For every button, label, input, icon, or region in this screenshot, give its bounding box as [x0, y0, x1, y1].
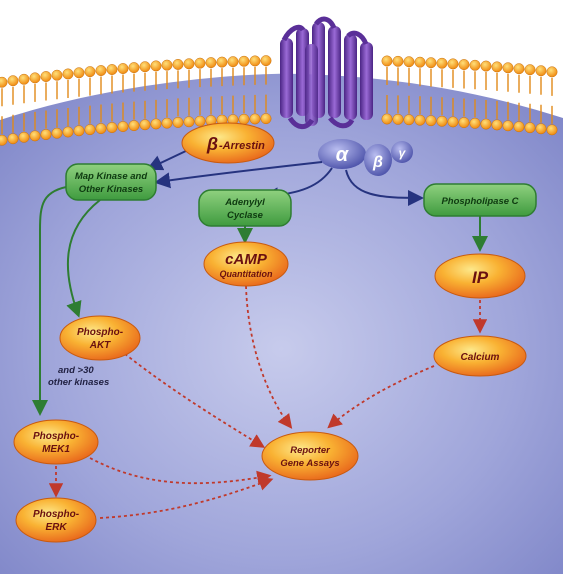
dashed-arrows: [48, 285, 488, 519]
g-gamma-symbol: γ: [399, 146, 407, 160]
node-calcium: Calcium: [433, 335, 527, 377]
node-phospho-erk: Phospho- ERK: [15, 497, 97, 543]
node-phospho-mek1: Phospho- MEK1: [13, 419, 99, 465]
erk-line2: ERK: [45, 522, 67, 533]
node-ip: IP: [434, 253, 526, 299]
erk-line1: Phospho-: [33, 509, 80, 520]
arrow-arrestin-to-mapk: [146, 149, 189, 171]
arrow-camp-to-reporter: [245, 285, 293, 429]
green-arrows: [32, 185, 488, 416]
adenylyl-line1: Adenylyl: [224, 197, 265, 208]
g-protein: α β γ: [318, 139, 413, 176]
arrow-mapk-to-akt: [66, 199, 101, 318]
node-phospholipase-c: Phospholipase C: [423, 183, 537, 217]
g-gamma-subunit: [391, 141, 413, 163]
g-beta-subunit: [364, 144, 392, 176]
other-kinases-line2: other kinases: [48, 377, 109, 388]
gpcr-receptor: [280, 16, 373, 129]
akt-line1: Phospho-: [77, 327, 124, 338]
plc-label: Phospholipase C: [441, 196, 518, 207]
akt-line2: AKT: [89, 340, 111, 351]
arrow-akt-to-reporter: [119, 349, 266, 448]
map-kinase-line1: Map Kinase and: [75, 171, 148, 182]
mek1-line1: Phospho-: [33, 431, 80, 442]
node-adenylyl-cyclase: Adenylyl Cyclase: [198, 189, 292, 227]
node-phospho-akt: Phospho- AKT: [59, 315, 141, 361]
arrow-alpha-to-mapk: [154, 161, 323, 189]
node-reporter-gene-assays: Reporter Gene Assays: [261, 431, 359, 481]
camp-line1: cAMP: [225, 251, 268, 268]
camp-line2: Quantitation: [220, 269, 273, 279]
arrestin-label: -Arrestin: [219, 140, 265, 152]
adenylyl-line2: Cyclase: [227, 210, 264, 221]
g-alpha-symbol: α: [336, 144, 350, 166]
arrow-alpha-to-plc: [345, 169, 424, 206]
node-map-kinase: Map Kinase and Other Kinases: [65, 163, 157, 201]
arrestin-beta-symbol: β: [206, 134, 218, 154]
map-kinase-line2: Other Kinases: [79, 184, 143, 195]
g-alpha-subunit: [318, 139, 366, 169]
other-kinases-line1: and >30: [58, 365, 94, 376]
reporter-line2: Gene Assays: [280, 458, 339, 469]
arrow-calcium-to-reporter: [327, 365, 435, 429]
calcium-label: Calcium: [461, 352, 500, 363]
arrow-mapk-to-mek1: [32, 185, 73, 416]
mek1-line2: MEK1: [42, 444, 70, 455]
g-beta-symbol: β: [372, 154, 383, 171]
ip-label: IP: [472, 268, 489, 287]
lipid-bilayer: [0, 55, 558, 146]
reporter-line1: Reporter: [290, 445, 331, 456]
node-beta-arrestin: β -Arrestin: [181, 122, 275, 164]
arrow-erk-to-reporter: [99, 476, 274, 519]
node-camp: cAMP Quantitation: [203, 241, 289, 287]
